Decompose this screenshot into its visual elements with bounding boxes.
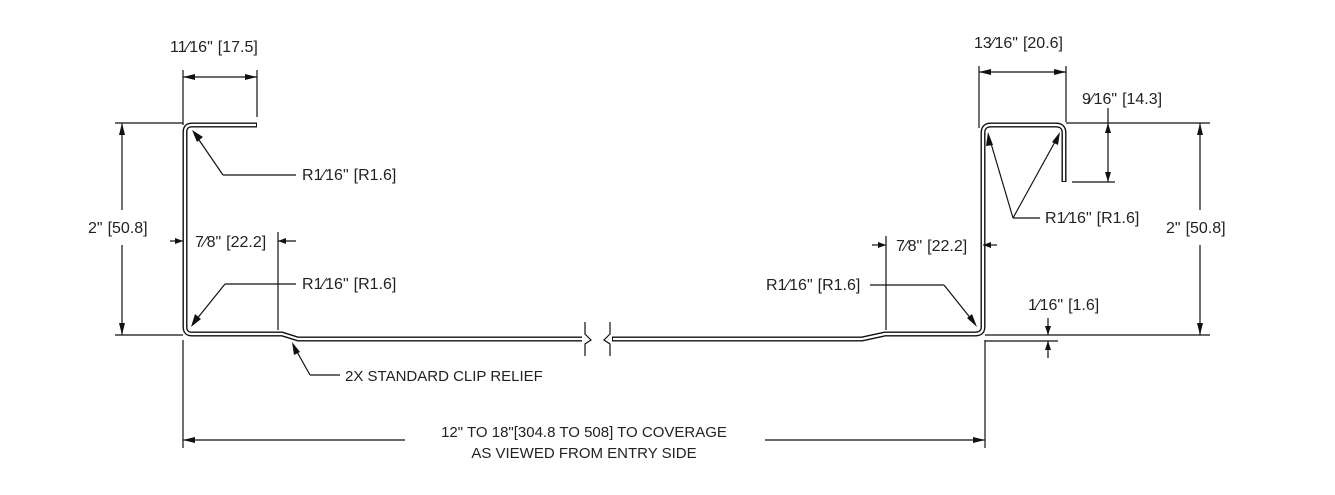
left-dimensions: 11⁄16"[17.5] R1⁄16"[R1.6] 2"[50.8] 7⁄8"[…: [88, 39, 543, 385]
right-bottom-radius-label: R1⁄16" [R1.6]: [766, 277, 860, 294]
right-top-radius-label: R1⁄16" [R1.6]: [1045, 210, 1139, 227]
break-lines: [584, 322, 611, 356]
inch-value: 2": [88, 220, 103, 237]
fraction: 7⁄8: [896, 238, 917, 255]
left-profile-core: [183, 123, 582, 341]
inch-mark: ": [215, 234, 221, 251]
metric-value: [14.3]: [1122, 91, 1162, 108]
break-line-left: [584, 322, 592, 356]
inch-mark: ": [916, 238, 922, 255]
right-width-label: 13⁄16" [20.6]: [974, 35, 1063, 52]
radius-prefix: R: [1045, 210, 1057, 227]
fraction: 1⁄16: [1028, 297, 1057, 314]
fraction: 1⁄16: [314, 167, 343, 184]
radius-prefix: R: [302, 276, 314, 293]
radius-prefix: R: [302, 167, 314, 184]
left-profile-outline: [182, 122, 582, 342]
left-offset-label: 7⁄8" [22.2]: [195, 234, 266, 251]
metric-value: [R1.6]: [1097, 210, 1140, 227]
fraction: 1⁄16: [778, 277, 807, 294]
fraction: 9⁄16: [1082, 91, 1111, 108]
inch-mark: ": [807, 277, 813, 294]
fraction: 1⁄16: [314, 276, 343, 293]
fraction: 1⁄16: [1057, 210, 1086, 227]
metric-value: [1.6]: [1068, 297, 1099, 314]
metric-value: [22.2]: [226, 234, 266, 251]
inch-mark: ": [343, 276, 349, 293]
inch-mark: ": [1057, 297, 1063, 314]
coverage-dimension: 12" TO 18"[304.8 TO 508] TO COVERAGE AS …: [182, 340, 986, 462]
left-height-label: 2" [50.8]: [88, 220, 148, 237]
metric-value: [R1.6]: [354, 167, 397, 184]
radius-prefix: R: [766, 277, 778, 294]
left-top-radius-label: R1⁄16" [R1.6]: [302, 167, 396, 184]
fraction: 11⁄16: [170, 39, 207, 56]
metric-value: [20.6]: [1023, 35, 1063, 52]
fraction: 7⁄8: [195, 234, 216, 251]
inch-mark: ": [343, 167, 349, 184]
right-height-label: 2" [50.8]: [1166, 220, 1226, 237]
metric-value: [17.5]: [218, 39, 258, 56]
metric-value: [R1.6]: [354, 276, 397, 293]
coverage-label-line1: 12" TO 18"[304.8 TO 508] TO COVERAGE: [441, 424, 727, 441]
fraction: 13⁄16: [974, 35, 1012, 52]
right-profile-outline: [612, 122, 1067, 342]
inch-mark: ": [1086, 210, 1092, 227]
left-width-label: 11⁄16" [17.5]: [170, 39, 258, 56]
right-hook-label: 9⁄16" [14.3]: [1082, 91, 1162, 108]
inch-value: 2": [1166, 220, 1181, 237]
metric-value: [R1.6]: [818, 277, 861, 294]
right-profile-core: [613, 123, 1066, 341]
right-dimensions: 13⁄16"[20.6] 9⁄16"[14.3] R1⁄16"[R1.6] 2"…: [766, 35, 1226, 358]
inch-mark: ": [207, 39, 213, 56]
metric-value: [50.8]: [108, 220, 148, 237]
right-offset-label: 7⁄8" [22.2]: [896, 238, 967, 255]
panel-profile: [182, 122, 1067, 342]
coverage-label-line2: AS VIEWED FROM ENTRY SIDE: [471, 445, 696, 462]
left-bottom-radius-label: R1⁄16" [R1.6]: [302, 276, 396, 293]
metric-value: [50.8]: [1186, 220, 1226, 237]
inch-mark: ": [1111, 91, 1117, 108]
metric-value: [22.2]: [927, 238, 967, 255]
clip-relief-note: 2X STANDARD CLIP RELIEF: [345, 368, 543, 385]
inch-mark: ": [1012, 35, 1018, 52]
break-line-right: [603, 322, 611, 356]
right-small-offset-label: 1⁄16" [1.6]: [1028, 297, 1099, 314]
